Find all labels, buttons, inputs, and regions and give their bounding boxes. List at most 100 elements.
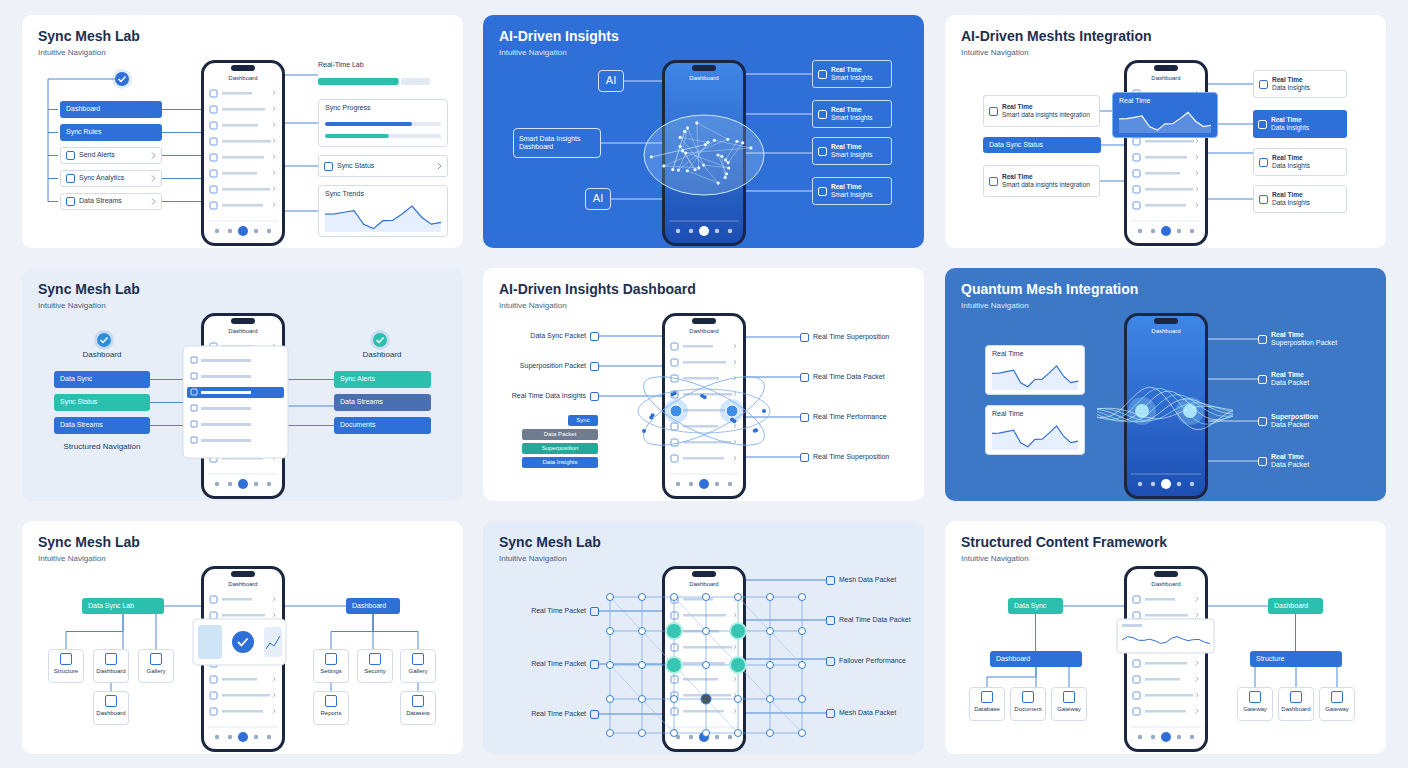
connector — [418, 683, 419, 691]
icon — [105, 653, 117, 665]
phone-mockup: Dashboard — [662, 566, 746, 752]
packet-label: Real Time Performance — [800, 403, 900, 431]
icon — [60, 653, 72, 665]
text-group: Real Time — [992, 350, 1078, 358]
node-text: Dashboard — [1151, 75, 1180, 82]
card-title: Structured Content Framework — [961, 534, 1370, 551]
connector — [1036, 667, 1037, 687]
text-group: Datasets — [406, 710, 430, 717]
screen-card: AI-Driven Meshts IntegrationIntuitive Na… — [945, 15, 1386, 248]
connector — [1208, 199, 1253, 200]
node-text: Superposition — [1271, 413, 1318, 421]
connector — [66, 614, 123, 649]
nav-button: Dashboard — [1268, 598, 1323, 614]
phone-mockup: Dashboard — [662, 313, 746, 499]
screen-card: Structured Content FrameworkIntuitive Na… — [945, 521, 1386, 754]
text-group: Data Sync Status — [989, 141, 1043, 149]
node-text: Dashboard — [689, 328, 718, 335]
node-text: Data Sync Lab — [88, 602, 134, 610]
text-group: Data Sync Packet — [530, 332, 586, 340]
text-group: Superposition Packet — [520, 362, 586, 370]
text-group: Smart Data Insights Dashboard — [519, 135, 595, 152]
connector — [1255, 667, 1256, 687]
connector — [285, 379, 334, 380]
tile: Gateway — [1051, 687, 1087, 721]
connector — [987, 667, 1036, 687]
text-group: Dashboard — [1281, 706, 1310, 713]
text-group: Real TimeData Insights — [1271, 116, 1309, 132]
connector — [599, 396, 662, 397]
text-group: Data Packet — [544, 431, 577, 438]
node-text: Data Sync — [1014, 602, 1046, 610]
text-group: Real Time Packet — [531, 607, 586, 615]
packet-label: Real TimeData Packet — [1258, 447, 1358, 475]
connector — [746, 74, 812, 75]
node-text: Dashboard — [96, 668, 125, 675]
icon — [1259, 195, 1268, 204]
node-text: Real Time — [1271, 371, 1309, 379]
connector — [1337, 667, 1338, 687]
text-group: SuperpositionData Packet — [1271, 413, 1318, 430]
text-group: Real TimeData Insights — [1272, 191, 1310, 207]
menu-item: Data Streams — [60, 193, 162, 210]
tile: Reports — [313, 691, 349, 725]
connector — [746, 620, 826, 621]
phone-screen — [665, 63, 743, 243]
icon — [412, 695, 424, 707]
text-group: Sync Rules — [66, 128, 101, 136]
node-text: Send Alerts — [79, 151, 115, 159]
phone-screen — [204, 316, 282, 496]
connector — [1296, 667, 1297, 687]
nav-button: Data Streams — [54, 417, 150, 434]
icon — [590, 362, 599, 371]
phone-screen — [204, 63, 282, 243]
text-group: Settings — [320, 668, 342, 675]
phone-screen — [665, 569, 743, 749]
node-text: Real Time Superposition — [813, 333, 889, 341]
connector — [1208, 379, 1258, 380]
node-text: Data Streams — [340, 398, 383, 406]
phone-mockup: Dashboard — [1124, 313, 1208, 499]
icon — [989, 177, 998, 186]
progress-header: Real-Time Lab — [318, 61, 430, 89]
node-text: Real Time Packet — [531, 660, 586, 668]
info-box: Real TimeData Insights — [1253, 148, 1347, 176]
packet-label: Real Time Superposition — [800, 323, 900, 351]
connector — [746, 580, 826, 581]
icon — [1022, 691, 1034, 703]
connector — [746, 337, 800, 338]
text-group: Dashboard — [1151, 328, 1180, 335]
node-text: Data Streams — [60, 421, 103, 429]
node-text: Document — [1014, 706, 1041, 713]
packet-label: Superposition Packet — [507, 354, 599, 378]
node-text: Gateway — [1325, 706, 1349, 713]
text-group: Dashboard — [1151, 75, 1180, 82]
connector — [599, 366, 662, 367]
connector — [150, 402, 201, 403]
text-group: Document — [1014, 706, 1041, 713]
text-group: Dashboard — [228, 75, 257, 82]
card-title: AI-Driven Insights — [499, 28, 908, 45]
node-text: Real Time — [831, 106, 873, 114]
text-group: Gallery — [146, 668, 165, 675]
icon — [105, 695, 117, 707]
text-group: Dashboard — [228, 328, 257, 335]
node-text: Superposition — [542, 445, 579, 452]
connector — [162, 132, 201, 133]
text-group: Data Sync Lab — [88, 602, 134, 610]
info-box: Real TimeData Insights — [1253, 110, 1347, 138]
node-text: Datasets — [406, 710, 430, 717]
screen-card: Sync Mesh LabIntuitive NavigationDashboa… — [22, 15, 463, 248]
node-text: Data Sync Status — [989, 141, 1043, 149]
card-subtitle: Intuitive Navigation — [961, 48, 1370, 58]
phone-screen — [665, 316, 743, 496]
packet-label: SuperpositionData Packet — [1258, 407, 1358, 435]
status-bar: Superposition — [522, 443, 598, 454]
packet-label: Mesh Data Packet — [826, 566, 916, 594]
tile: Dashboard — [93, 691, 129, 725]
node-text: Dashboard — [1281, 706, 1310, 713]
tile: Security — [357, 649, 393, 683]
info-box: Real TimeSmart data insights integration — [983, 95, 1100, 127]
nav-button: Sync Status — [54, 394, 150, 411]
text-group: Dashboard — [352, 602, 386, 610]
